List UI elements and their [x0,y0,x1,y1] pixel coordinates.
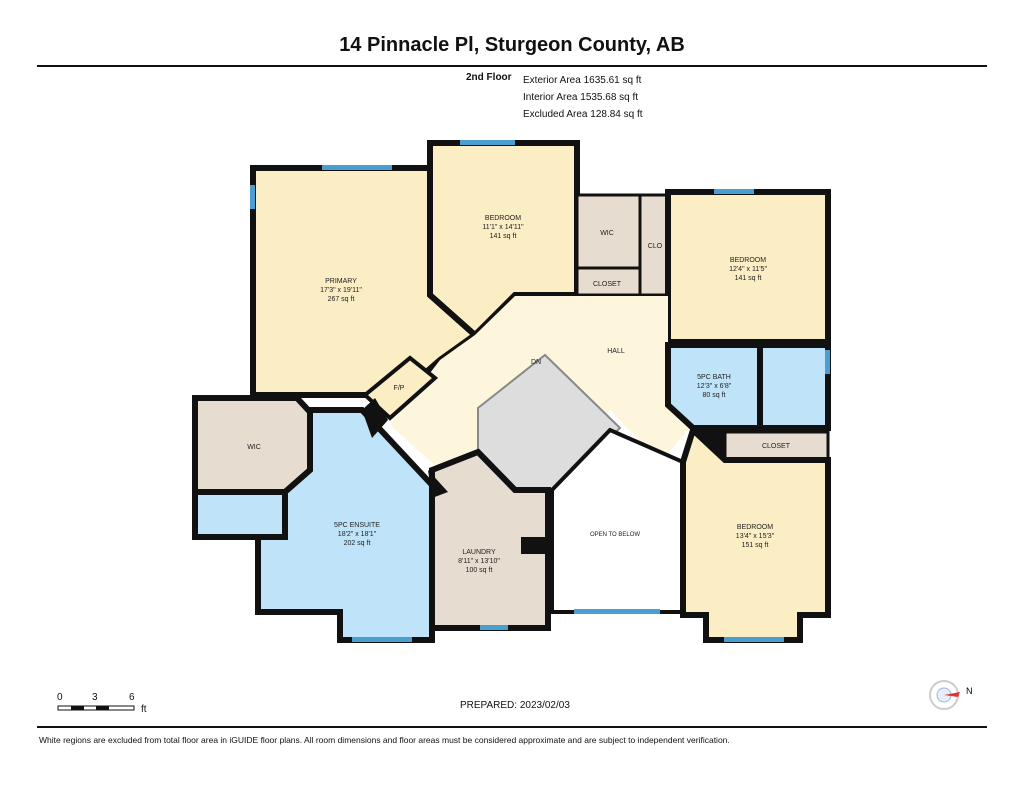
page-title: 14 Pinnacle Pl, Sturgeon County, AB [339,34,685,56]
room-area: 202 sq ft [344,540,371,547]
room-name: BEDROOM [730,257,766,264]
scale-tick-3: 3 [92,692,98,703]
room-area: 80 sq ft [703,392,726,399]
floor-name: 2nd Floor [466,72,512,83]
windows [250,140,830,642]
room-ensuite-closet [192,489,288,540]
room-name: CLOSET [593,281,622,288]
prepared-date: PREPARED: 2023/02/03 [460,700,570,711]
room-bath [665,342,763,431]
room-ensuite [255,407,435,643]
room-name: WIC [247,444,261,451]
compass-icon [929,680,960,710]
room-area: 151 sq ft [742,542,769,549]
excluded-area: Excluded Area 128.84 sq ft [523,109,643,120]
room-dims: 8'11" x 13'10" [458,558,500,565]
room-dims: 11'1" x 14'11" [482,224,524,231]
room-bedroom-1 [427,140,580,340]
room-area: 100 sq ft [466,567,493,574]
room-name: PRIMARY [325,278,357,285]
room-name: HALL [607,348,625,355]
stairs-label: DN [531,359,541,366]
room-name: BEDROOM [737,524,773,531]
header-divider [37,65,987,67]
room-name: BEDROOM [485,215,521,222]
scale-unit: ft [141,704,147,715]
room-dims: 12'4" x 11'5" [729,266,767,273]
room-name: CLO [648,243,663,250]
room-name: F/P [394,385,405,392]
room-dims: 13'4" x 15'3" [736,533,775,540]
room-name: CLOSET [762,443,791,450]
scale-tick-0: 0 [57,692,63,703]
room-name: OPEN TO BELOW [590,532,640,538]
room-bedroom-3 [680,424,831,643]
room-area: 141 sq ft [490,233,517,240]
room-name: LAUNDRY [462,549,496,556]
room-name: WIC [600,230,614,237]
compass-label: N [966,686,973,696]
room-dims: 18'2" x 18'1" [338,531,377,538]
room-dims: 17'3" x 19'11" [320,287,362,294]
room-dims: 12'3" x 6'8" [697,383,732,390]
floor-areas: Exterior Area 1635.61 sq ft Interior Are… [523,72,643,123]
interior-area: Interior Area 1535.68 sq ft [523,92,639,103]
exterior-area: Exterior Area 1635.61 sq ft [523,75,642,86]
room-name: 5PC ENSUITE [334,522,380,529]
scale-tick-6: 6 [129,692,135,703]
room-area: 141 sq ft [735,275,762,282]
room-bath-2 [757,342,831,431]
wall-blocks [362,398,725,554]
disclaimer: White regions are excluded from total fl… [39,735,730,745]
scale-bar [57,705,135,711]
room-name: 5PC BATH [697,374,731,381]
room-area: 267 sq ft [328,296,355,303]
